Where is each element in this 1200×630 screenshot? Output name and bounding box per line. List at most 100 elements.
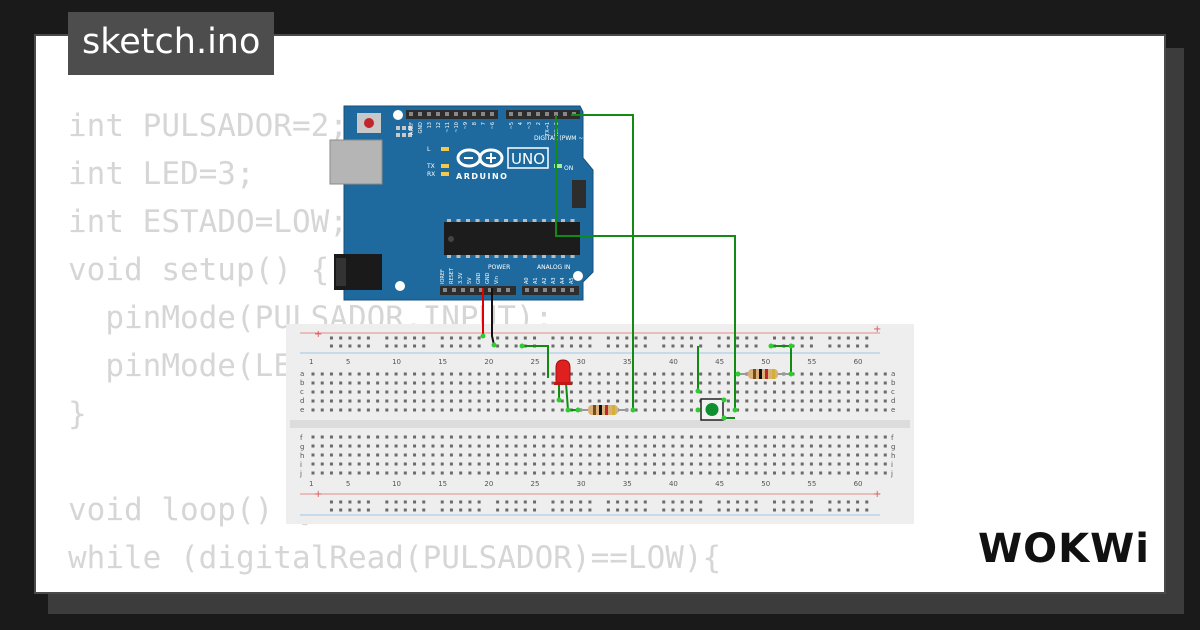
breadboard-hole[interactable]	[763, 435, 767, 439]
breadboard-hole[interactable]	[449, 381, 453, 385]
breadboard-hole[interactable]	[791, 453, 795, 457]
breadboard-hole[interactable]	[634, 500, 638, 504]
breadboard-hole[interactable]	[865, 500, 869, 504]
breadboard-hole[interactable]	[782, 471, 786, 475]
breadboard-hole[interactable]	[856, 444, 860, 448]
breadboard-hole[interactable]	[708, 444, 712, 448]
breadboard-hole[interactable]	[449, 508, 453, 512]
breadboard-hole[interactable]	[339, 508, 343, 512]
breadboard-hole[interactable]	[726, 372, 730, 376]
breadboard-hole[interactable]	[689, 390, 693, 394]
breadboard-hole[interactable]	[496, 408, 500, 412]
breadboard-hole[interactable]	[588, 435, 592, 439]
breadboard-hole[interactable]	[588, 372, 592, 376]
breadboard-hole[interactable]	[486, 453, 490, 457]
breadboard-hole[interactable]	[477, 381, 481, 385]
breadboard-hole[interactable]	[745, 408, 749, 412]
breadboard-hole[interactable]	[856, 453, 860, 457]
breadboard-hole[interactable]	[440, 453, 444, 457]
breadboard-hole[interactable]	[846, 508, 850, 512]
breadboard-hole[interactable]	[865, 508, 869, 512]
breadboard-hole[interactable]	[809, 336, 813, 340]
breadboard-hole[interactable]	[569, 462, 573, 466]
breadboard-hole[interactable]	[533, 336, 537, 340]
breadboard-hole[interactable]	[773, 408, 776, 412]
breadboard-hole[interactable]	[569, 372, 573, 376]
breadboard-hole[interactable]	[496, 372, 500, 376]
breadboard-hole[interactable]	[551, 453, 555, 457]
breadboard-hole[interactable]	[366, 453, 370, 457]
breadboard-hole[interactable]	[837, 408, 841, 412]
breadboard-hole[interactable]	[754, 344, 758, 348]
breadboard-hole[interactable]	[597, 390, 601, 394]
breadboard-hole[interactable]	[856, 471, 860, 475]
breadboard-hole[interactable]	[662, 462, 666, 466]
breadboard-hole[interactable]	[689, 471, 693, 475]
breadboard-hole[interactable]	[468, 372, 472, 376]
breadboard-hole[interactable]	[625, 381, 629, 385]
breadboard-hole[interactable]	[505, 500, 509, 504]
breadboard-hole[interactable]	[366, 471, 370, 475]
breadboard-hole[interactable]	[809, 444, 813, 448]
breadboard-hole[interactable]	[828, 372, 832, 376]
breadboard-hole[interactable]	[856, 500, 860, 504]
breadboard-hole[interactable]	[533, 500, 537, 504]
breadboard-hole[interactable]	[634, 462, 638, 466]
breadboard-hole[interactable]	[653, 435, 657, 439]
breadboard-hole[interactable]	[883, 399, 887, 403]
header-pin[interactable]	[534, 288, 538, 292]
breadboard-hole[interactable]	[791, 500, 795, 504]
breadboard-hole[interactable]	[616, 462, 620, 466]
breadboard-hole[interactable]	[717, 500, 721, 504]
header-pin[interactable]	[479, 288, 483, 292]
breadboard-hole[interactable]	[394, 336, 398, 340]
breadboard-hole[interactable]	[782, 435, 786, 439]
breadboard-hole[interactable]	[339, 444, 343, 448]
breadboard-hole[interactable]	[634, 344, 638, 348]
breadboard-hole[interactable]	[329, 336, 333, 340]
breadboard-hole[interactable]	[865, 336, 869, 340]
breadboard-hole[interactable]	[459, 390, 463, 394]
header-pin[interactable]	[563, 112, 567, 116]
breadboard-hole[interactable]	[366, 372, 370, 376]
breadboard-hole[interactable]	[634, 336, 638, 340]
breadboard-hole[interactable]	[403, 408, 407, 412]
breadboard-hole[interactable]	[403, 508, 407, 512]
breadboard-hole[interactable]	[708, 453, 712, 457]
breadboard-hole[interactable]	[459, 471, 463, 475]
breadboard-hole[interactable]	[726, 336, 730, 340]
breadboard-hole[interactable]	[357, 435, 361, 439]
breadboard-hole[interactable]	[579, 372, 583, 376]
breadboard-hole[interactable]	[366, 336, 370, 340]
breadboard-hole[interactable]	[680, 372, 684, 376]
breadboard-hole[interactable]	[800, 390, 804, 394]
breadboard-hole[interactable]	[809, 381, 813, 385]
breadboard-hole[interactable]	[846, 471, 850, 475]
breadboard-hole[interactable]	[773, 399, 776, 403]
breadboard-hole[interactable]	[357, 408, 361, 412]
breadboard-hole[interactable]	[413, 390, 417, 394]
breadboard-hole[interactable]	[800, 471, 804, 475]
breadboard-hole[interactable]	[357, 390, 361, 394]
breadboard-hole[interactable]	[846, 390, 850, 394]
breadboard-hole[interactable]	[320, 390, 324, 394]
breadboard-hole[interactable]	[329, 399, 333, 403]
breadboard-hole[interactable]	[736, 453, 740, 457]
breadboard-hole[interactable]	[477, 390, 481, 394]
breadboard-hole[interactable]	[800, 508, 804, 512]
breadboard-hole[interactable]	[643, 508, 647, 512]
breadboard-hole[interactable]	[782, 508, 786, 512]
breadboard-hole[interactable]	[699, 381, 703, 385]
breadboard-hole[interactable]	[533, 462, 537, 466]
breadboard-hole[interactable]	[459, 344, 463, 348]
breadboard-hole[interactable]	[726, 508, 730, 512]
breadboard-hole[interactable]	[874, 444, 878, 448]
breadboard-hole[interactable]	[745, 336, 749, 340]
breadboard-hole[interactable]	[533, 408, 537, 412]
breadboard-hole[interactable]	[846, 336, 850, 340]
breadboard-hole[interactable]	[689, 408, 693, 412]
breadboard-hole[interactable]	[699, 390, 703, 394]
breadboard-hole[interactable]	[726, 500, 730, 504]
breadboard-hole[interactable]	[468, 399, 472, 403]
breadboard-hole[interactable]	[791, 390, 795, 394]
